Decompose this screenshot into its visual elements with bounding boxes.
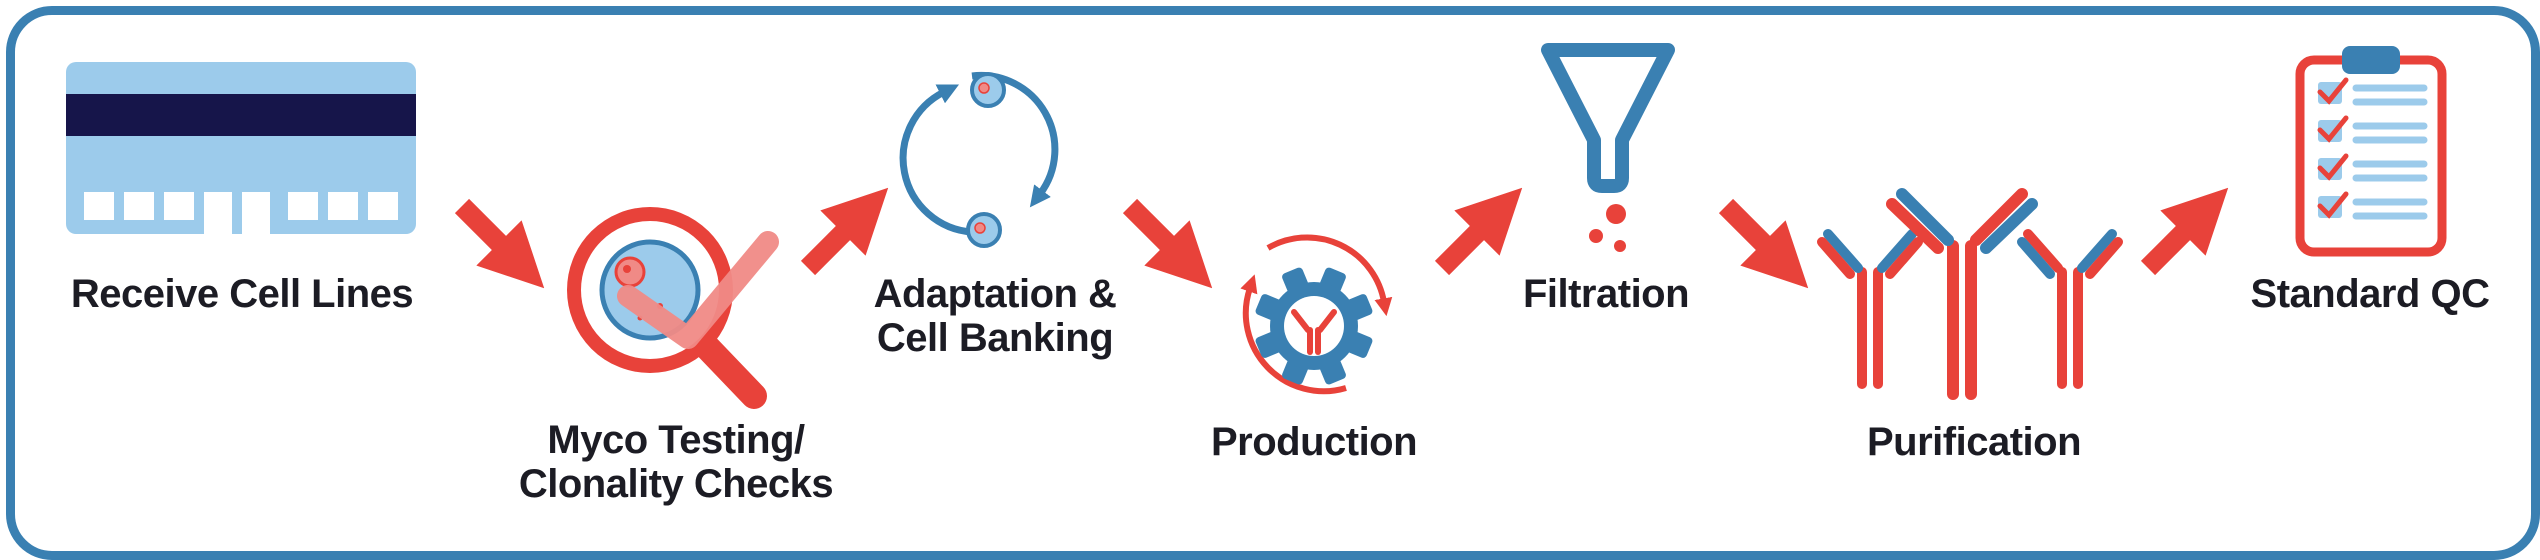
check-icon — [2317, 191, 2349, 219]
arrow-1 — [454, 198, 545, 289]
flow-arrows — [454, 187, 2229, 289]
building-icon — [66, 62, 416, 234]
cell-cycle-icon — [899, 71, 1059, 248]
clipboard-checklist-icon — [2295, 46, 2447, 257]
step-label-adaptation: Adaptation & Cell Banking — [874, 272, 1117, 360]
step-label-receive: Receive Cell Lines — [70, 272, 414, 316]
check-icon — [2317, 115, 2349, 143]
funnel-icon — [1541, 43, 1675, 252]
arrow-4 — [1434, 187, 1523, 276]
step-label-production: Production — [1210, 420, 1418, 464]
arrow-2 — [800, 187, 889, 276]
antibodies-icon — [1817, 188, 2123, 400]
step-label-adaptation-line2: Cell Banking — [876, 316, 1114, 360]
step-label-myco-line1: Myco Testing/ — [547, 418, 805, 462]
check-icon — [2317, 153, 2349, 181]
step-label-myco: Myco Testing/ Clonality Checks — [518, 418, 834, 506]
check-icon — [2317, 77, 2349, 105]
step-label-filtration: Filtration — [1522, 272, 1690, 316]
arrow-3 — [1122, 198, 1213, 289]
arrow-6 — [2140, 187, 2229, 276]
step-label-qc: Standard QC — [2250, 272, 2490, 316]
step-label-myco-line2: Clonality Checks — [518, 462, 834, 506]
diagram-frame — [6, 6, 2540, 560]
arrow-5 — [1718, 198, 1809, 289]
gear-antibody-icon — [1240, 234, 1393, 395]
step-label-adaptation-line1: Adaptation & — [873, 272, 1117, 316]
step-label-purification: Purification — [1866, 420, 2082, 464]
magnifier-check-icon — [567, 207, 779, 409]
